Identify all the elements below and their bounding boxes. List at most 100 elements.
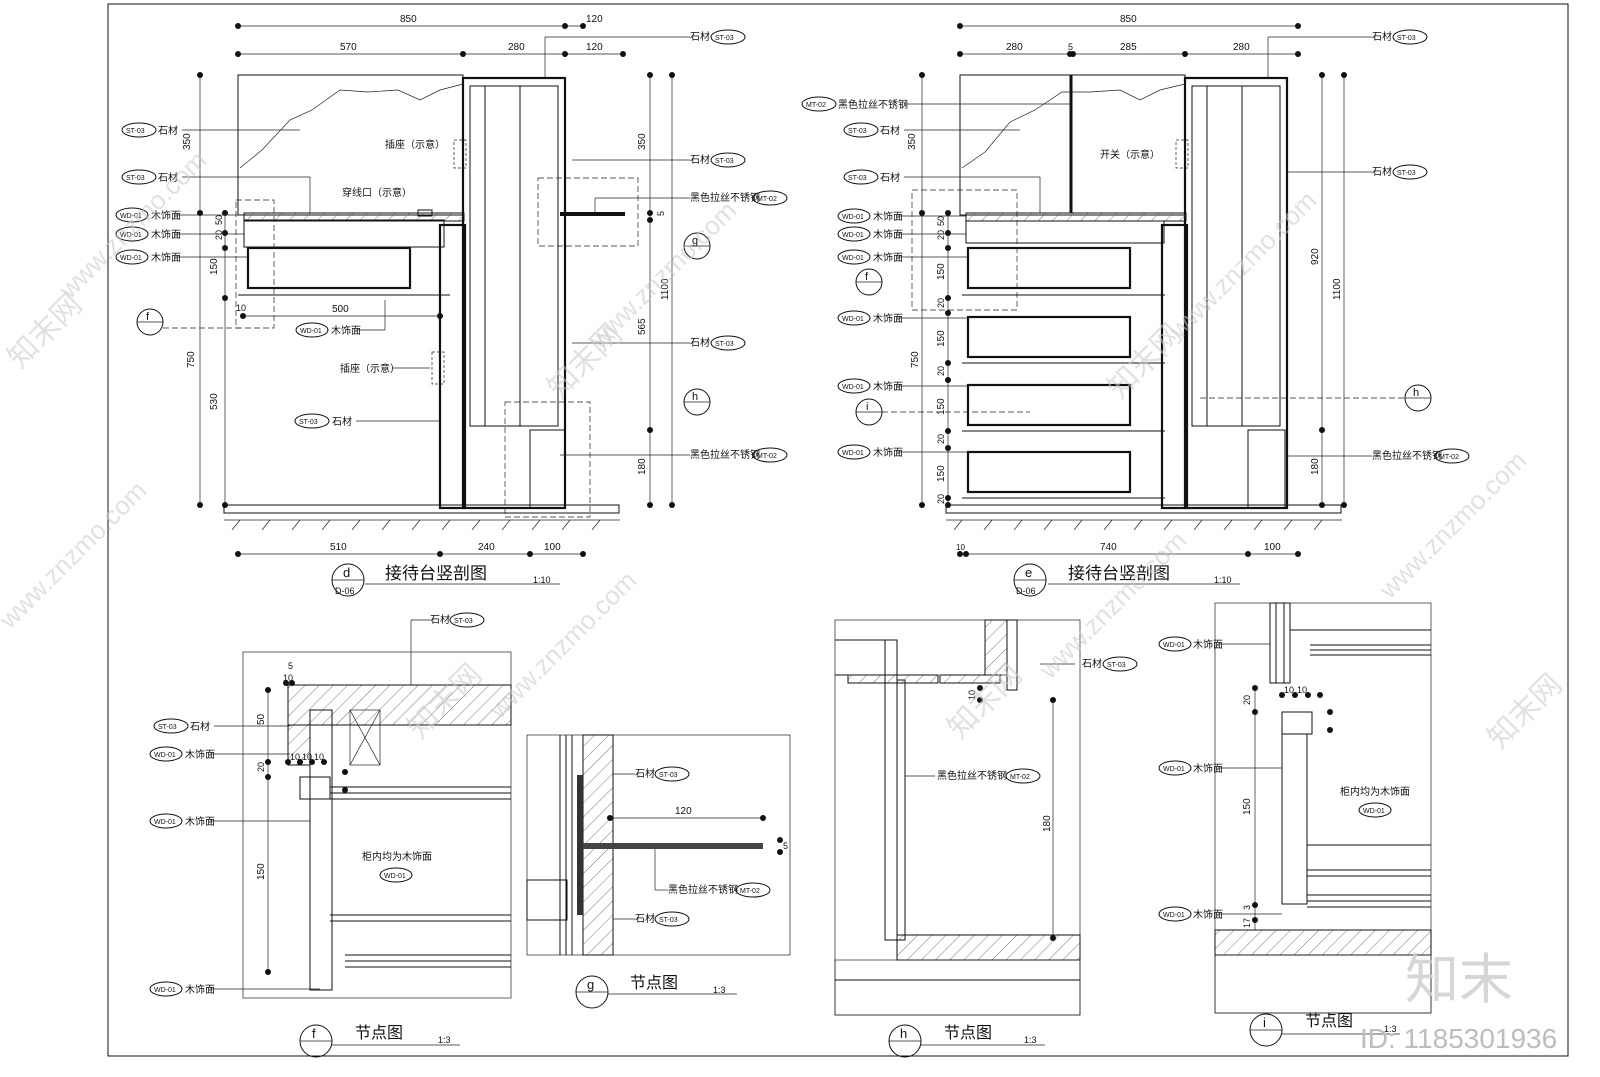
callout-h-d[interactable]: h bbox=[504, 388, 711, 518]
f-label-inner: 柜内均为木饰面 WD-01 bbox=[362, 850, 432, 883]
e-label-switch: 开关（示意） bbox=[1100, 139, 1189, 169]
watermark-url-7: www.znzmo.com bbox=[1372, 445, 1532, 605]
g-label-st03-a: 石材 ST-03 bbox=[613, 766, 690, 782]
dim-500: 500 bbox=[332, 304, 349, 315]
svg-text:MT-02: MT-02 bbox=[1439, 454, 1459, 461]
svg-text:WD-01: WD-01 bbox=[154, 752, 176, 759]
callout-g-d[interactable]: g bbox=[537, 177, 711, 260]
label-st03-r3: 石材 ST-03 bbox=[572, 335, 746, 351]
section-e: 850 280 5 285 280 350 2 bbox=[801, 14, 1470, 597]
label-st03-a: ST-03 石材 bbox=[121, 122, 300, 138]
svg-text:MT-02: MT-02 bbox=[740, 888, 760, 895]
f-dim-150: 150 bbox=[256, 863, 267, 880]
title-e: e D-06 接待台竖剖图 1:10 bbox=[1013, 563, 1240, 597]
callout-f-d[interactable]: f bbox=[136, 199, 275, 336]
svg-text:ST-03: ST-03 bbox=[126, 175, 145, 182]
svg-text:i: i bbox=[866, 401, 868, 413]
e-dim-1100: 1100 bbox=[1332, 278, 1343, 300]
dim-50-left: 50 bbox=[214, 215, 224, 225]
i-dim-10b: 10 bbox=[1297, 685, 1307, 695]
svg-text:e: e bbox=[1025, 565, 1032, 580]
svg-text:木饰面: 木饰面 bbox=[873, 228, 903, 241]
svg-text:木饰面: 木饰面 bbox=[151, 209, 181, 222]
detail-h: 10 180 石材 ST-03 黑色拉丝不锈钢 MT-02 h 节点图 1:3 bbox=[834, 619, 1138, 1058]
i-label-wd01-c: WD-01 木饰面 bbox=[1158, 906, 1282, 922]
svg-text:木饰面: 木饰面 bbox=[1193, 908, 1223, 921]
label-st03-r1: 石材 ST-03 bbox=[544, 29, 746, 78]
callout-i-e[interactable]: i bbox=[855, 398, 1030, 426]
label-mt02-a: 黑色拉丝不锈钢 MT-02 bbox=[594, 190, 788, 212]
title-i-scale: 1:3 bbox=[1384, 1024, 1397, 1034]
f-dim-10d: 10 bbox=[314, 752, 324, 762]
svg-text:d: d bbox=[343, 565, 350, 580]
watermark-cn-6: 知末网 bbox=[1482, 668, 1569, 755]
label-st03-c: ST-03 石材 bbox=[294, 413, 440, 429]
e-label-wd01-e: WD-01 木饰面 bbox=[837, 378, 968, 394]
f-dim-5: 5 bbox=[288, 661, 293, 671]
label-wd01-c: WD-01 木饰面 bbox=[115, 249, 248, 265]
dim-top-120: 120 bbox=[586, 14, 603, 25]
f-dim-10a: 10 bbox=[283, 673, 293, 683]
i-dim-10a: 10 bbox=[1284, 685, 1294, 695]
svg-text:D-06: D-06 bbox=[1016, 586, 1036, 596]
svg-text:ST-03: ST-03 bbox=[659, 917, 678, 924]
dim-100: 100 bbox=[544, 542, 561, 553]
svg-text:i: i bbox=[1263, 1015, 1266, 1030]
dim-510: 510 bbox=[330, 542, 347, 553]
svg-text:石材: 石材 bbox=[880, 171, 900, 184]
title-g-name: 节点图 bbox=[630, 973, 678, 992]
title-d: d D-06 接待台竖剖图 1:10 bbox=[331, 563, 560, 597]
i-label-wd01-a: WD-01 木饰面 bbox=[1158, 636, 1270, 652]
callout-h-e[interactable]: h bbox=[1200, 384, 1432, 412]
i-dim-17: 17 bbox=[1242, 918, 1252, 928]
svg-text:ST-03: ST-03 bbox=[848, 175, 867, 182]
dim-150-left: 150 bbox=[209, 258, 220, 275]
dim-565-right: 565 bbox=[637, 318, 648, 335]
title-f: f 节点图 1:3 bbox=[299, 1023, 460, 1058]
svg-text:MT-02: MT-02 bbox=[806, 102, 826, 109]
title-e-scale: 1:10 bbox=[1214, 575, 1232, 585]
e-label-st03-r1: 石材 ST-03 bbox=[1267, 29, 1428, 78]
label-wd01-b: WD-01 木饰面 bbox=[115, 226, 244, 242]
dim-1100-right: 1100 bbox=[660, 278, 671, 300]
cabinet-side bbox=[438, 223, 467, 510]
label-wd01-a: WD-01 木饰面 bbox=[115, 207, 244, 223]
svg-text:WD-01: WD-01 bbox=[842, 214, 864, 221]
svg-text:h: h bbox=[900, 1026, 907, 1041]
svg-text:石材: 石材 bbox=[158, 171, 178, 184]
svg-text:石材: 石材 bbox=[1372, 30, 1392, 43]
svg-text:WD-01: WD-01 bbox=[120, 232, 142, 239]
g-dim-120: 120 bbox=[675, 806, 692, 817]
e-label-st03-b: ST-03 石材 bbox=[843, 169, 1041, 213]
svg-text:MT-02: MT-02 bbox=[1010, 774, 1030, 781]
e-counter-top bbox=[965, 212, 1187, 222]
e-dim-740: 740 bbox=[1100, 542, 1117, 553]
counter-top bbox=[243, 212, 465, 222]
title-f-scale: 1:3 bbox=[438, 1035, 451, 1045]
g-label-st03-b: 石材 ST-03 bbox=[613, 911, 690, 927]
svg-text:ST-03: ST-03 bbox=[454, 618, 473, 625]
drawer-upper bbox=[243, 219, 445, 248]
i-dim-3: 3 bbox=[1242, 905, 1252, 910]
svg-text:黑色拉丝不锈钢: 黑色拉丝不锈钢 bbox=[838, 98, 908, 111]
h-label-mt02: 黑色拉丝不锈钢 MT-02 bbox=[905, 768, 1041, 784]
e-dim-750: 750 bbox=[910, 351, 921, 368]
svg-text:g: g bbox=[692, 235, 698, 247]
title-i: i 节点图 1:3 bbox=[1249, 1011, 1400, 1047]
title-d-name: 接待台竖剖图 bbox=[385, 564, 487, 584]
dim-350-right: 350 bbox=[637, 133, 648, 150]
svg-text:WD-01: WD-01 bbox=[842, 450, 864, 457]
dim-10-left: 10 bbox=[236, 303, 246, 313]
svg-text:木饰面: 木饰面 bbox=[185, 815, 215, 828]
svg-text:黑色拉丝不锈钢: 黑色拉丝不锈钢 bbox=[1372, 449, 1442, 462]
svg-text:ST-03: ST-03 bbox=[299, 419, 318, 426]
svg-text:WD-01: WD-01 bbox=[1163, 766, 1185, 773]
svg-text:木饰面: 木饰面 bbox=[873, 446, 903, 459]
callout-f-e[interactable]: f bbox=[855, 189, 1018, 311]
e-label-st03-r2: 石材 ST-03 bbox=[1287, 164, 1428, 180]
svg-text:WD-01: WD-01 bbox=[1363, 808, 1385, 815]
dim-5-right: 5 bbox=[656, 211, 666, 216]
svg-text:木饰面: 木饰面 bbox=[873, 380, 903, 393]
svg-text:石材: 石材 bbox=[690, 336, 710, 349]
svg-text:石材: 石材 bbox=[430, 613, 450, 626]
